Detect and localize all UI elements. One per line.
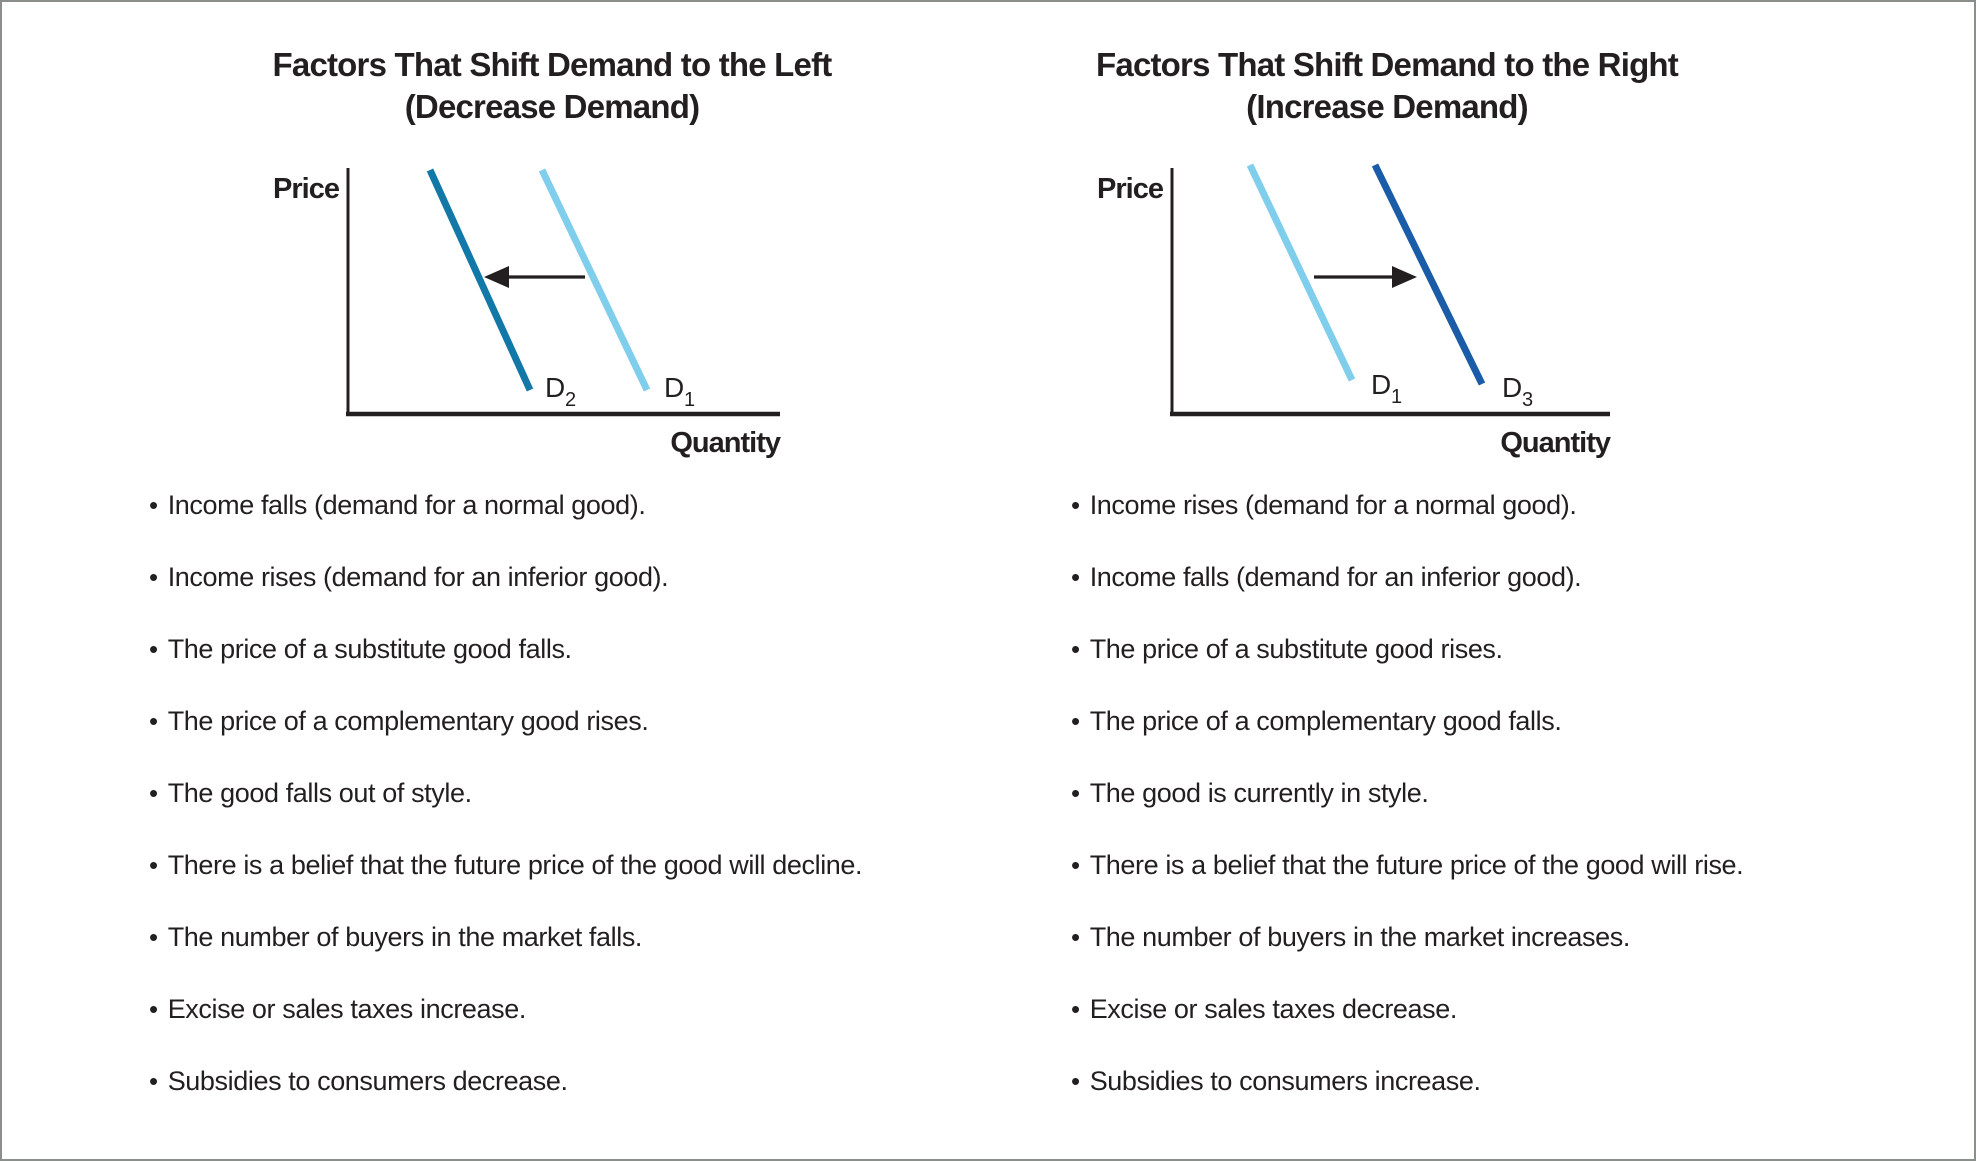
right-demand-chart: Price Quantity D 1 D 3 [1097,163,1612,459]
list-item: • Excise or sales taxes decrease. [1071,994,1743,1024]
factor-text: The price of a complementary good rises. [167,706,649,736]
bullet-icon: • [149,634,158,664]
list-item: • The good falls out of style. [149,778,862,808]
list-item: • Income falls (demand for an inferior go… [1071,562,1743,592]
list-item: • Income rises (demand for a normal good)… [1071,490,1743,520]
factor-text: There is a belief that the future price … [167,850,863,880]
list-item: • The price of a complementary good rises… [149,706,862,736]
right-factor-list: • Income rises (demand for a normal good)… [1071,490,1744,1138]
factor-text: Income falls (demand for a normal good). [167,490,646,520]
right-chart-label-d1-sub: 1 [1391,386,1402,408]
bullet-icon: • [149,922,158,952]
list-item: • The price of a substitute good falls. [149,634,862,664]
factor-text: The price of a substitute good falls. [167,634,572,664]
bullet-icon: • [149,1066,158,1096]
factor-text: Income rises (demand for a normal good). [1089,490,1577,520]
factor-text: The price of a complementary good falls. [1089,706,1562,736]
bullet-icon: • [149,562,158,592]
right-title-line2: (Increase Demand) [1246,88,1528,125]
right-chart-label-d3: D [1502,372,1522,403]
left-chart-label-d1: D [664,372,684,403]
list-item: • There is a belief that the future price… [149,850,863,880]
list-item: • The number of buyers in the market incr… [1071,922,1743,952]
factor-text: Income falls (demand for an inferior goo… [1089,562,1582,592]
list-item: • Income falls (demand for a normal good)… [149,490,862,520]
right-arrow-head-icon [1392,266,1417,288]
bullet-icon: • [149,490,158,520]
left-chart-price-label: Price [273,173,340,205]
right-chart-label-d1: D [1371,369,1391,400]
left-title-line2: (Decrease Demand) [404,88,700,125]
bullet-icon: • [149,778,158,808]
factor-text: The price of a substitute good rises. [1089,634,1503,664]
bullet-icon: • [1071,490,1080,520]
list-item: • The number of buyers in the market fall… [149,922,862,952]
factor-text: Subsidies to consumers decrease. [167,1066,568,1096]
factor-text: Income rises (demand for an inferior goo… [167,562,669,592]
left-factor-list: • Income falls (demand for a normal good)… [149,490,863,1138]
list-item: • Subsidies to consumers decrease. [149,1066,862,1096]
bullet-icon: • [149,850,158,880]
bullet-icon: • [1071,850,1080,880]
right-chart-quantity-label: Quantity [1500,427,1610,459]
factor-text: Subsidies to consumers increase. [1089,1066,1481,1096]
list-item: • The price of a complementary good falls… [1071,706,1743,736]
bullet-icon: • [149,994,158,1024]
left-chart-curve-d2 [426,168,534,392]
factor-text: The number of buyers in the market falls… [167,922,643,952]
bullet-icon: • [1071,634,1080,664]
factor-text: The good falls out of style. [167,778,472,808]
right-title-line1: Factors That Shift Demand to the Right [1096,46,1679,83]
left-demand-chart: Price Quantity D 2 D 1 [273,168,782,459]
left-chart-quantity-label: Quantity [670,427,780,459]
right-chart-curve-d1 [1246,163,1356,382]
factor-text: The number of buyers in the market incre… [1089,922,1631,952]
left-title-line1: Factors That Shift Demand to the Left [272,46,833,83]
right-chart-price-label: Price [1097,173,1164,205]
list-item: • Subsidies to consumers increase. [1071,1066,1743,1096]
list-item: • Excise or sales taxes increase. [149,994,862,1024]
factor-text: The good is currently in style. [1089,778,1429,808]
factor-text: There is a belief that the future price … [1089,850,1744,880]
left-arrow-head-icon [484,266,509,288]
bullet-icon: • [1071,1066,1080,1096]
bullet-icon: • [1071,994,1080,1024]
right-panel-title: Factors That Shift Demand to the Right (… [987,44,1787,128]
left-chart-label-d2: D [545,372,565,403]
factor-text: Excise or sales taxes increase. [167,994,527,1024]
bullet-icon: • [1071,778,1080,808]
left-panel-title: Factors That Shift Demand to the Left (D… [152,44,952,128]
bullet-icon: • [1071,922,1080,952]
bullet-icon: • [1071,706,1080,736]
left-chart-label-d2-sub: 2 [565,389,576,411]
bullet-icon: • [1071,562,1080,592]
list-item: • Income rises (demand for an inferior go… [149,562,862,592]
factor-text: Excise or sales taxes decrease. [1089,994,1458,1024]
left-chart-label-d1-sub: 1 [684,389,695,411]
right-chart-curve-d3 [1371,163,1486,386]
list-item: • There is a belief that the future price… [1071,850,1744,880]
bullet-icon: • [149,706,158,736]
left-chart-curve-d1 [538,168,651,392]
right-chart-label-d3-sub: 3 [1522,389,1533,411]
list-item: • The price of a substitute good rises. [1071,634,1743,664]
list-item: • The good is currently in style. [1071,778,1743,808]
